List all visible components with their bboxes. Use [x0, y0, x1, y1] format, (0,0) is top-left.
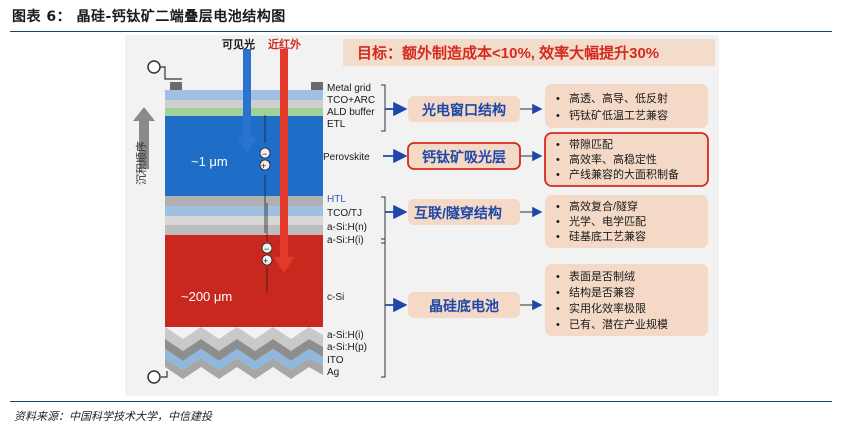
detail-perovskite-bullet-3: •	[556, 169, 560, 181]
perovskite-thickness: ~1 μm	[191, 154, 228, 169]
electron-top	[259, 147, 271, 159]
ag-layer	[165, 358, 323, 379]
label-asih-i-bottom: a-Si:H(i)	[327, 330, 364, 341]
bracket-silicon	[381, 238, 386, 378]
group-label-window: 光电窗口结构	[421, 102, 506, 118]
group-box-interconnect	[408, 199, 520, 225]
detail-perovskite-bullet-2: •	[556, 154, 560, 166]
detail-silicon-bullet-3: •	[556, 303, 560, 315]
diagram-canvas: 目标：额外制造成本<10%, 效率大幅提升30% 沉积顺序 可见光 近红外 ~1…	[133, 37, 715, 384]
tco-tj-layer	[165, 206, 323, 216]
detail-box-interconnect	[545, 195, 708, 248]
bracket-interconnect	[381, 196, 386, 244]
asih-i-top-layer	[165, 225, 323, 235]
hole-top	[259, 159, 271, 171]
detail-window-1: 高透、高导、低反射	[569, 91, 668, 105]
top-contact-wire	[160, 66, 182, 80]
detail-window-bullet-1: •	[556, 93, 560, 105]
label-tco-tj: TCO/TJ	[327, 208, 362, 219]
metal-grid-right	[311, 82, 323, 90]
detail-silicon-4: 已有、潜在产业规模	[569, 317, 668, 331]
htl-layer	[165, 196, 323, 206]
detail-perovskite-3: 产线兼容的大面积制备	[569, 167, 679, 181]
label-asih-p: a-Si:H(p)	[327, 342, 367, 353]
detail-perovskite-1: 带隙匹配	[569, 137, 613, 151]
page-title: 图表 6： 晶硅-钙钛矿二端叠层电池结构图	[12, 9, 286, 25]
group-label-perovskite: 钙钛矿吸光层	[422, 149, 506, 165]
top-contact-terminal	[147, 60, 161, 74]
diagram-figure: 目标：额外制造成本<10%, 效率大幅提升30% 沉积顺序 可见光 近红外 ~1…	[125, 35, 719, 396]
title-divider	[10, 31, 832, 32]
label-tco-arc: TCO+ARC	[327, 95, 375, 106]
label-ald-buffer: ALD buffer	[327, 107, 375, 118]
detail-perovskite-bullet-1: •	[556, 139, 560, 151]
detail-silicon-1: 表面是否制绒	[569, 269, 635, 283]
nir-light-arrow	[274, 49, 294, 273]
label-metal-grid: Metal grid	[327, 83, 371, 94]
detail-interconnect-bullet-2: •	[556, 216, 560, 228]
label-c-si: c-Si	[327, 292, 344, 303]
detail-silicon-bullet-1: •	[556, 271, 560, 283]
bottom-divider	[10, 401, 832, 402]
label-etl: ETL	[327, 119, 346, 130]
asih-p-layer	[165, 339, 323, 361]
detail-interconnect-bullet-3: •	[556, 231, 560, 243]
hole-bottom-sign: +	[263, 256, 268, 266]
electron-bottom	[261, 242, 273, 254]
ito-layer	[165, 349, 323, 370]
visible-light-arrow	[237, 49, 257, 153]
label-htl: HTL	[327, 194, 346, 205]
bracket-window	[381, 84, 386, 132]
group-box-window	[408, 96, 520, 122]
nir-light-label: 近红外	[268, 37, 301, 51]
hole-bottom	[261, 254, 273, 266]
detail-box-window	[545, 84, 708, 128]
group-label-interconnect: 互联/隧穿结构	[414, 205, 502, 221]
detail-silicon-bullet-2: •	[556, 287, 560, 299]
detail-box-silicon	[545, 264, 708, 336]
detail-interconnect-2: 光学、电学匹配	[569, 214, 646, 228]
detail-box-perovskite	[544, 132, 709, 187]
detail-silicon-3: 实用化效率极限	[569, 301, 646, 315]
goal-box	[343, 39, 715, 66]
electron-bottom-sign: −	[264, 244, 269, 254]
label-asih-n: a-Si:H(n)	[327, 222, 367, 233]
detail-window-bullet-2: •	[556, 110, 560, 122]
group-box-silicon	[408, 292, 520, 318]
detail-window-2: 钙钛矿低温工艺兼容	[569, 108, 668, 122]
c-si-layer	[165, 235, 323, 327]
detail-silicon-2: 结构是否兼容	[569, 285, 635, 299]
detail-silicon-bullet-4: •	[556, 319, 560, 331]
asih-n-layer	[165, 216, 323, 225]
metal-grid-left	[170, 82, 182, 90]
visible-light-label: 可见光	[222, 37, 255, 51]
label-ag: Ag	[327, 367, 339, 378]
silicon-thickness: ~200 μm	[181, 289, 232, 304]
label-perovskite: Perovskite	[323, 152, 370, 163]
deposition-order-arrow	[133, 107, 155, 169]
electron-top-sign: −	[262, 149, 267, 159]
bottom-contact-terminal	[147, 370, 161, 384]
bottom-contact-wire	[161, 371, 168, 378]
deposition-order-label: 沉积顺序	[134, 141, 148, 185]
asih-i-bottom-layer	[165, 327, 323, 351]
detail-interconnect-1: 高效复合/隧穿	[569, 199, 638, 213]
hole-top-sign: +	[261, 161, 266, 171]
label-ito: ITO	[327, 355, 344, 366]
label-asih-i-top: a-Si:H(i)	[327, 235, 364, 246]
group-label-silicon: 晶硅底电池	[429, 298, 499, 314]
detail-interconnect-bullet-1: •	[556, 201, 560, 213]
source-note: 资料来源：中国科学技术大学，中信建投	[14, 410, 212, 423]
detail-perovskite-2: 高效率、高稳定性	[569, 152, 657, 166]
detail-interconnect-3: 硅基底工艺兼容	[569, 229, 646, 243]
goal-text: 目标：额外制造成本<10%, 效率大幅提升30%	[357, 44, 659, 62]
